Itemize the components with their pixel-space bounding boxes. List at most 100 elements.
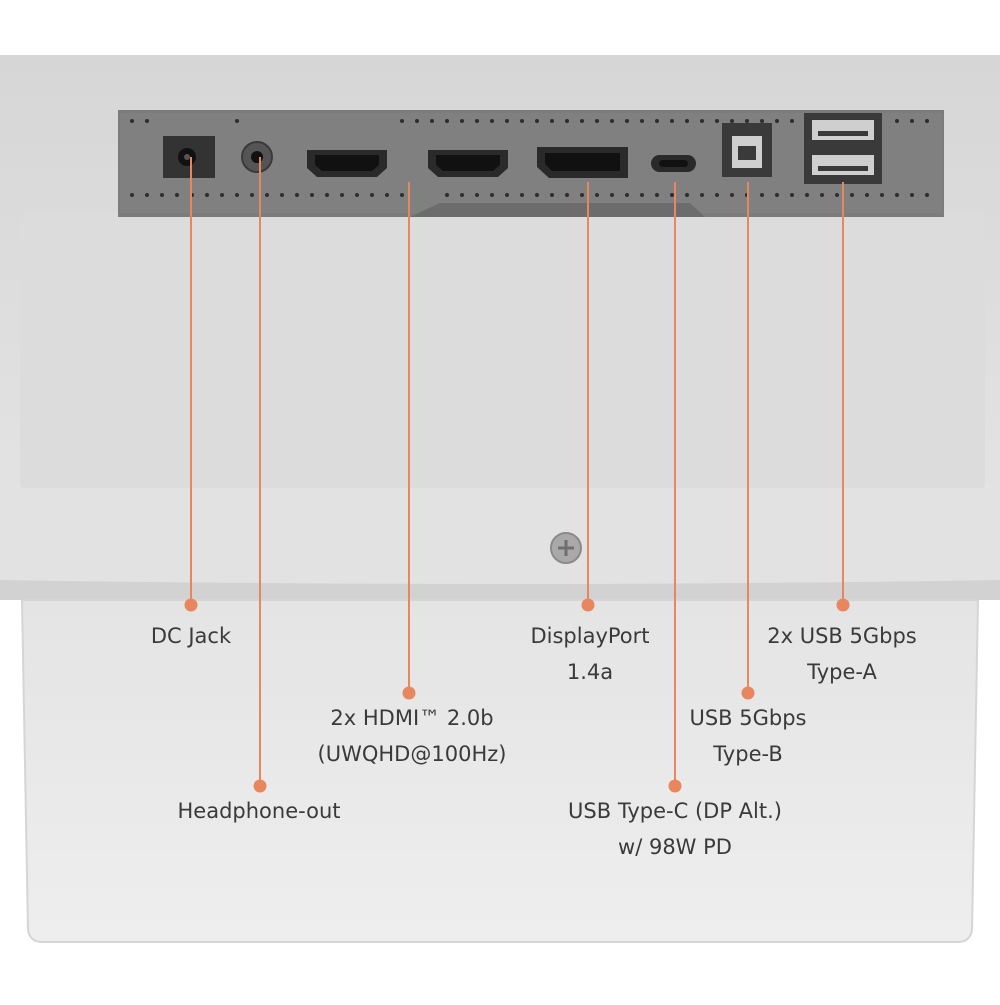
vent-dot bbox=[145, 119, 149, 123]
vent-dot bbox=[715, 193, 719, 197]
vent-dot bbox=[775, 193, 779, 197]
vent-dot bbox=[775, 119, 779, 123]
headphone-out-label-line: Headphone-out bbox=[177, 799, 341, 823]
vent-dot bbox=[805, 193, 809, 197]
vent-dot bbox=[385, 193, 389, 197]
vent-dot bbox=[475, 193, 479, 197]
vent-dot bbox=[910, 193, 914, 197]
vent-dot bbox=[595, 193, 599, 197]
vent-dot bbox=[460, 119, 464, 123]
vent-dot bbox=[895, 119, 899, 123]
vent-dot bbox=[730, 193, 734, 197]
hdmi-port-2-icon bbox=[428, 150, 508, 177]
hdmi-port-1-icon bbox=[307, 150, 387, 177]
vent-dot bbox=[685, 119, 689, 123]
vent-dot bbox=[535, 119, 539, 123]
displayport-leader-dot bbox=[581, 598, 595, 612]
displayport-label-line: 1.4a bbox=[566, 660, 614, 684]
vent-dot bbox=[310, 193, 314, 197]
vent-dot bbox=[565, 119, 569, 123]
vent-dot bbox=[220, 193, 224, 197]
vent-dot bbox=[880, 193, 884, 197]
vent-dot bbox=[355, 193, 359, 197]
vent-dot bbox=[610, 193, 614, 197]
vent-dot bbox=[535, 193, 539, 197]
usb-type-a-leader-dot bbox=[836, 598, 850, 612]
usb-type-c-label-line: w/ 98W PD bbox=[618, 835, 732, 859]
vent-dot bbox=[760, 193, 764, 197]
vent-dot bbox=[625, 119, 629, 123]
callout-leaders bbox=[184, 157, 850, 793]
vent-dot bbox=[475, 119, 479, 123]
vent-dot bbox=[625, 193, 629, 197]
dc-jack-port-icon bbox=[163, 136, 215, 178]
screw-icon bbox=[550, 532, 582, 564]
vent-dot bbox=[415, 119, 419, 123]
vent-dot bbox=[400, 193, 404, 197]
hdmi-leader-dot bbox=[402, 686, 416, 700]
vent-dot bbox=[700, 193, 704, 197]
vent-dot bbox=[790, 193, 794, 197]
vent-dot bbox=[670, 119, 674, 123]
usb-b-port-icon bbox=[722, 123, 772, 177]
vent-dot bbox=[445, 193, 449, 197]
vent-dot bbox=[820, 193, 824, 197]
vent-dot bbox=[550, 119, 554, 123]
io-panel-vents bbox=[130, 119, 929, 197]
vent-dot bbox=[790, 119, 794, 123]
vent-dot bbox=[580, 119, 584, 123]
vent-dot bbox=[910, 119, 914, 123]
vent-dot bbox=[400, 119, 404, 123]
vent-dot bbox=[925, 193, 929, 197]
vent-dot bbox=[235, 119, 239, 123]
dc-jack-label: DC Jack bbox=[151, 618, 231, 654]
hdmi-label-line: 2x HDMI™ 2.0b bbox=[330, 706, 494, 730]
vent-dot bbox=[130, 193, 134, 197]
vent-dot bbox=[265, 193, 269, 197]
vent-dot bbox=[295, 193, 299, 197]
vent-dot bbox=[370, 193, 374, 197]
headphone-port-icon bbox=[241, 141, 273, 173]
monitor-lower-lip bbox=[0, 488, 1000, 600]
io-panel-notch bbox=[410, 203, 705, 217]
vent-dot bbox=[835, 193, 839, 197]
vent-dot bbox=[430, 119, 434, 123]
displayport-label-line: DisplayPort bbox=[530, 624, 650, 648]
usb-c-port-icon bbox=[651, 155, 696, 172]
vent-dot bbox=[325, 193, 329, 197]
dc-jack-leader-dot bbox=[184, 598, 198, 612]
vent-dot bbox=[520, 193, 524, 197]
vent-dot bbox=[520, 119, 524, 123]
vent-dot bbox=[715, 119, 719, 123]
vent-dot bbox=[250, 193, 254, 197]
usb-type-a-label-line: 2x USB 5Gbps bbox=[767, 624, 917, 648]
vent-dot bbox=[160, 193, 164, 197]
usb-type-b-label-line: Type-B bbox=[713, 742, 783, 766]
vent-dot bbox=[865, 193, 869, 197]
usb-type-a-label-line: Type-A bbox=[807, 660, 877, 684]
vent-dot bbox=[610, 119, 614, 123]
dc-jack-label-line: DC Jack bbox=[150, 624, 232, 648]
vent-dot bbox=[595, 119, 599, 123]
vent-dot bbox=[685, 193, 689, 197]
vent-dot bbox=[850, 193, 854, 197]
usb-a-port-icons bbox=[804, 113, 882, 184]
vent-dot bbox=[130, 119, 134, 123]
vent-dot bbox=[505, 193, 509, 197]
vent-dot bbox=[745, 119, 749, 123]
vent-dot bbox=[895, 193, 899, 197]
displayport-label: DisplayPort 1.4a bbox=[530, 618, 649, 690]
vent-dot bbox=[925, 119, 929, 123]
vent-dot bbox=[175, 193, 179, 197]
vent-dot bbox=[580, 193, 584, 197]
vent-dot bbox=[565, 193, 569, 197]
vent-dot bbox=[655, 119, 659, 123]
vent-dot bbox=[730, 119, 734, 123]
vent-dot bbox=[505, 119, 509, 123]
monitor-inner-panel bbox=[20, 215, 985, 490]
headphone-out-label: Headphone-out bbox=[178, 793, 341, 829]
